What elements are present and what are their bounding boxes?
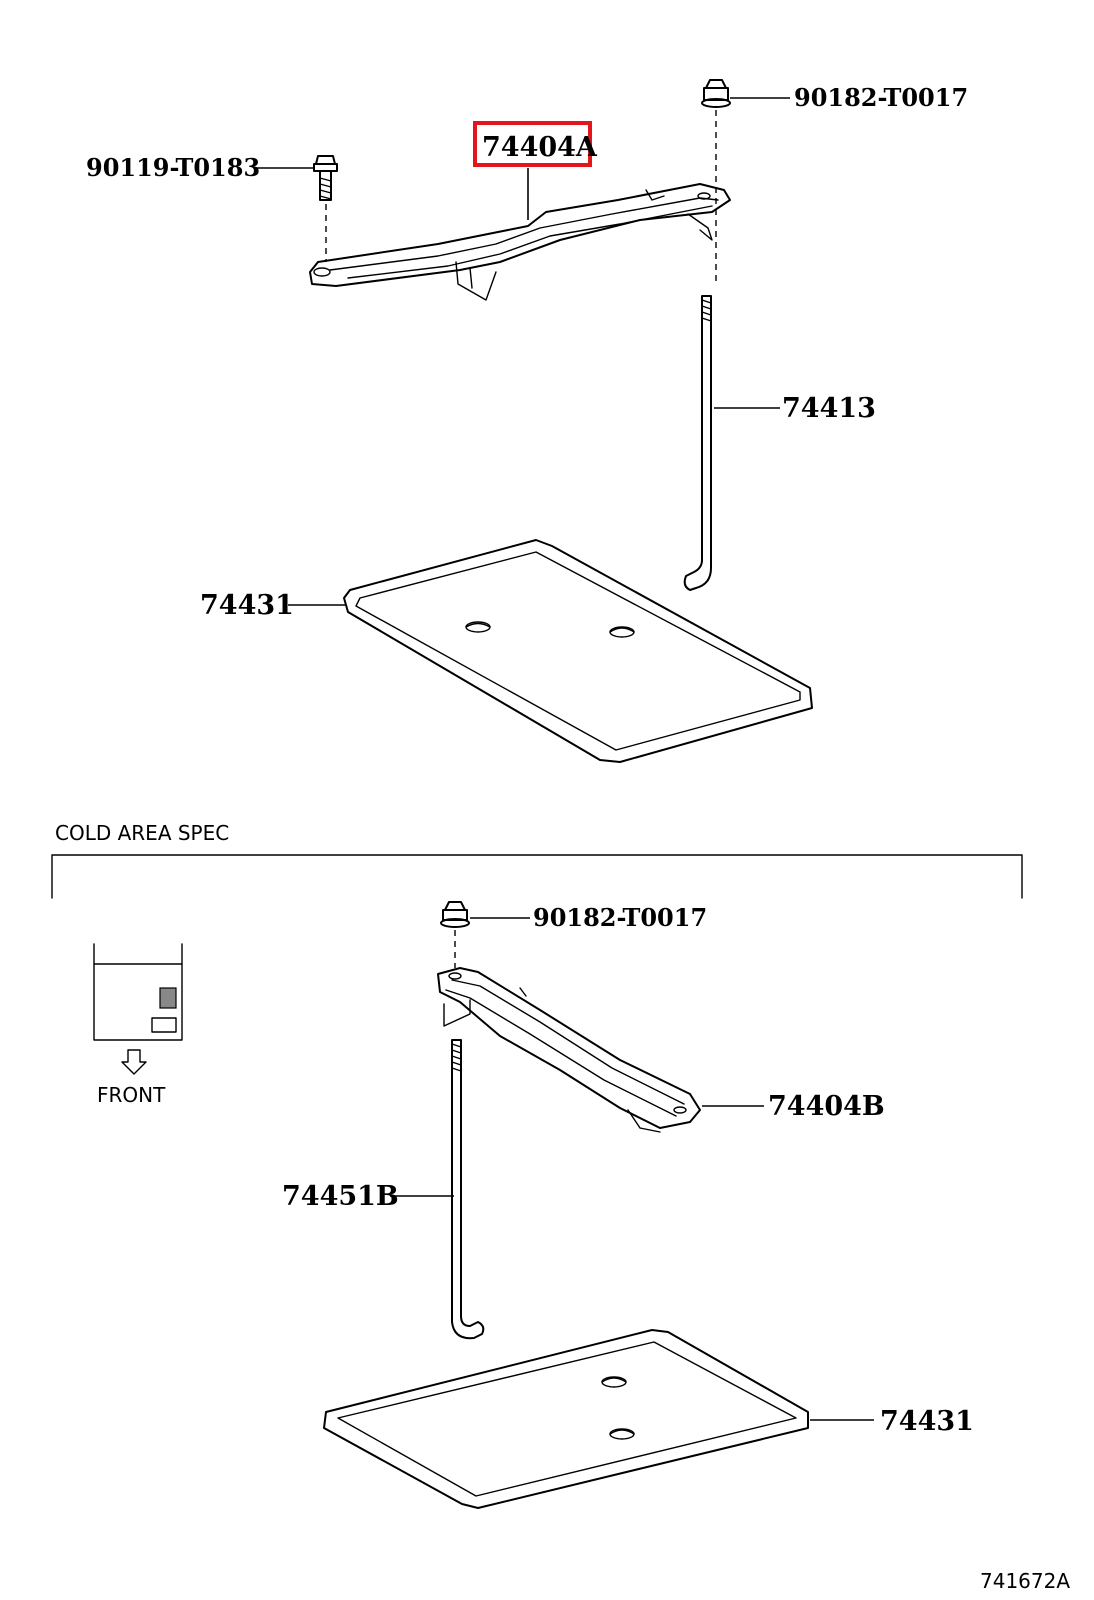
battery-tray-upper	[343, 539, 813, 763]
hold-down-rod-lower	[451, 1039, 485, 1340]
section-title: COLD AREA SPEC	[55, 821, 229, 845]
label-upper-bolt: 90119-T0183	[86, 153, 260, 182]
battery-tray-lower	[323, 1329, 809, 1509]
label-lower-clamp: 74404B	[768, 1091, 885, 1122]
label-front: FRONT	[97, 1083, 166, 1107]
front-indicator	[93, 943, 183, 1075]
hatched-block	[159, 987, 177, 1009]
open-block	[151, 1017, 177, 1033]
battery-clamp-lower	[437, 967, 701, 1133]
down-arrow-icon	[121, 1049, 147, 1075]
label-upper-clamp: 74404A	[482, 132, 598, 163]
label-upper-nut: 90182-T0017	[794, 83, 968, 112]
label-lower-tray: 74431	[880, 1406, 974, 1437]
label-lower-nut: 90182-T0017	[533, 903, 707, 932]
flange-nut-icon	[701, 79, 731, 108]
highlight-box	[473, 121, 592, 167]
hold-down-rod-upper	[683, 295, 712, 591]
label-upper-rod: 74413	[782, 393, 876, 424]
section-bracket	[51, 854, 1023, 899]
label-lower-rod: 74451B	[282, 1181, 399, 1212]
diagram-id: 741672A	[980, 1569, 1070, 1593]
flange-nut-icon	[440, 901, 470, 928]
battery-clamp-upper	[309, 183, 731, 301]
bolt-icon	[313, 155, 338, 201]
label-upper-tray: 74431	[200, 590, 294, 621]
